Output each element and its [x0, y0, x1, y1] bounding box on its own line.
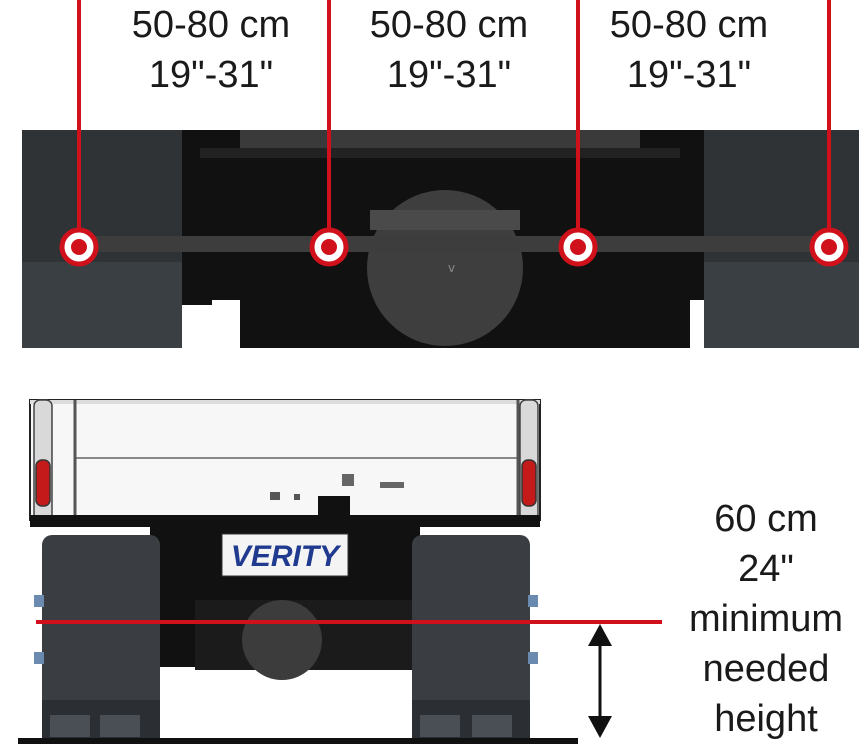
mount-point-1: [59, 227, 99, 267]
svg-text:v: v: [448, 261, 455, 275]
height-label-metric: 60 cm: [714, 498, 818, 540]
ground-line: [18, 738, 578, 744]
spacing-label-1: 50-80 cm 19"-31": [116, 4, 306, 96]
height-label-line3: height: [714, 698, 818, 740]
truck-underside-view: v: [22, 130, 859, 348]
axle-bar: [76, 236, 836, 252]
rear-right-tire: [412, 535, 530, 740]
height-indicator: [36, 620, 662, 738]
spacing-label-1-imperial: 19"-31": [148, 54, 274, 96]
mount-point-2: [309, 227, 349, 267]
height-label-line2: needed: [702, 648, 830, 690]
spacing-label-3-metric: 50-80 cm: [609, 4, 769, 46]
left-tail-light: [35, 459, 51, 507]
right-tail-light: [521, 459, 537, 507]
spacing-label-2-imperial: 19"-31": [386, 54, 512, 96]
rear-left-tire: [42, 535, 160, 740]
mounting-point-markers: [59, 0, 849, 267]
height-label-imperial: 24": [738, 548, 794, 590]
spacing-label-1-metric: 50-80 cm: [131, 4, 291, 46]
license-plate: [221, 533, 349, 577]
spacing-label-2: 50-80 cm 19"-31": [354, 4, 544, 96]
mount-point-4: [809, 227, 849, 267]
height-label-line1: minimum: [688, 598, 844, 640]
brand-plate-text: VERITY: [231, 540, 342, 573]
spacing-label-3: 50-80 cm 19"-31": [594, 4, 784, 96]
spacing-label-2-metric: 50-80 cm: [369, 4, 529, 46]
height-arrow-up: [588, 624, 612, 646]
rear-differential: [242, 600, 322, 680]
truck-body: [29, 399, 541, 521]
mount-point-3: [558, 227, 598, 267]
height-arrow-down: [588, 716, 612, 738]
spacing-label-3-imperial: 19"-31": [626, 54, 752, 96]
height-label: 60 cm 24" minimum needed height: [676, 494, 856, 744]
truck-rear-view: VERITY: [18, 399, 578, 744]
